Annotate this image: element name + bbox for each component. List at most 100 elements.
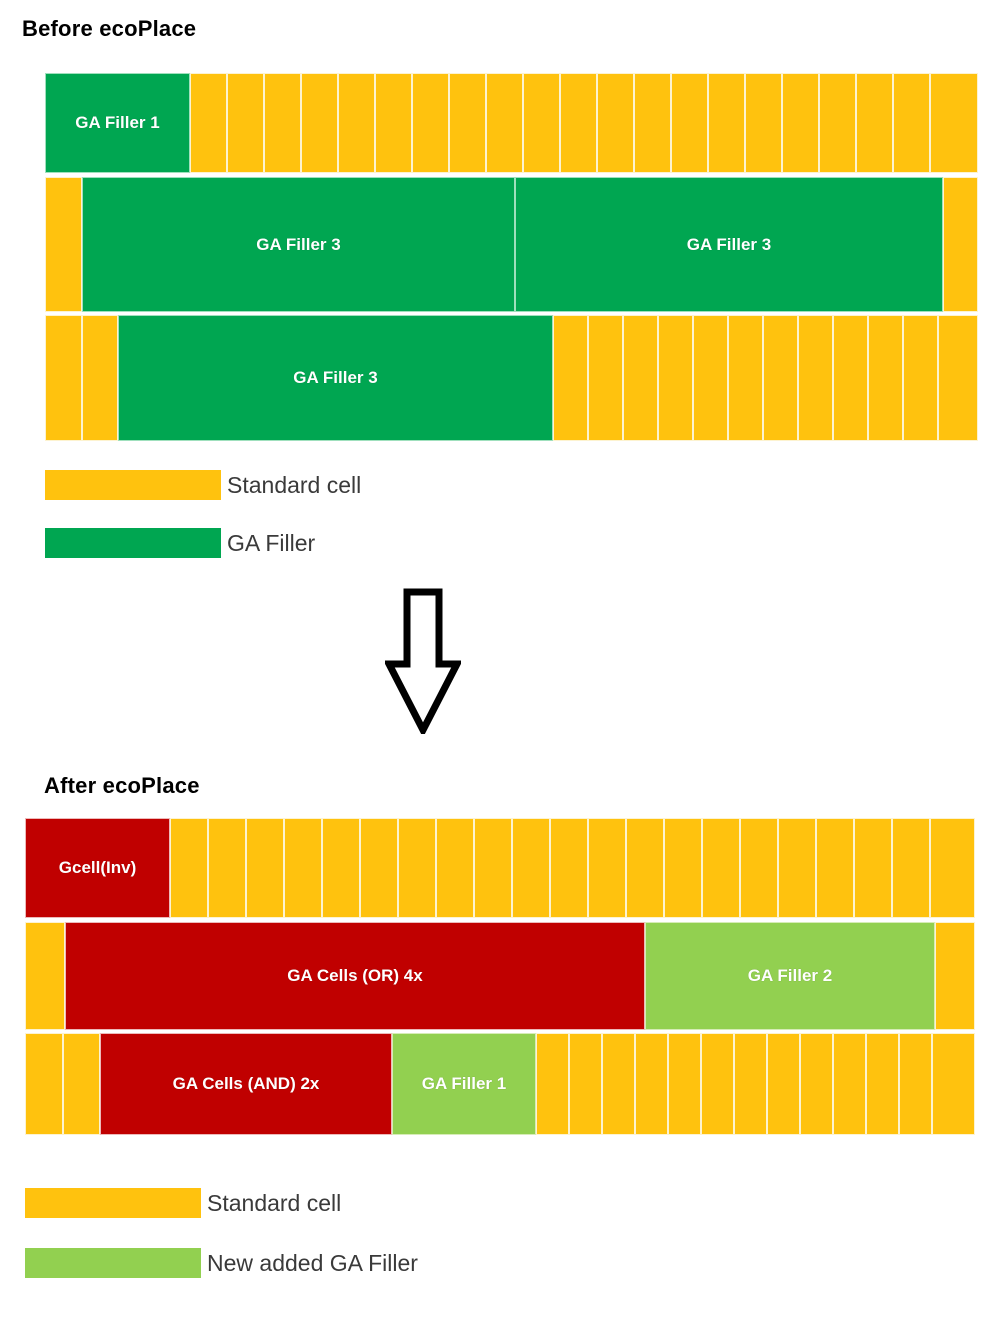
standard-cell: [800, 1033, 833, 1135]
legend-item-new-ga-filler: New added GA Filler: [25, 1248, 418, 1278]
standard-cell: [588, 315, 623, 441]
standard-cell: [693, 315, 728, 441]
standard-cell: [170, 818, 208, 918]
standard-cell: [25, 922, 65, 1030]
standard-cell: [899, 1033, 932, 1135]
after-row-3: GA Cells (AND) 2x GA Filler 1: [25, 1033, 975, 1135]
ga-filler-block: GA Filler 1: [45, 73, 190, 173]
standard-cell: [701, 1033, 734, 1135]
block-label: GA Filler 3: [686, 234, 772, 254]
standard-cell: [569, 1033, 602, 1135]
after-section-title: After ecoPlace: [44, 773, 200, 798]
before-ecoplace-diagram: GA Filler 1 GA Filler 3 GA Filler 3 GA Fi…: [45, 73, 978, 441]
ga-filler-block: GA Filler 3: [82, 177, 515, 312]
standard-cell: [816, 818, 854, 918]
standard-cell: [740, 818, 778, 918]
standard-cell: [301, 73, 338, 173]
standard-cell: [597, 73, 634, 173]
standard-cell: [588, 818, 626, 918]
standard-cell: [560, 73, 597, 173]
standard-cell: [778, 818, 816, 918]
standard-cell: [658, 315, 693, 441]
ga-filler-block: GA Filler 3: [118, 315, 553, 441]
standard-cell: [854, 818, 892, 918]
standard-cell: [819, 73, 856, 173]
legend-swatch-standard-cell-after: [25, 1188, 201, 1218]
standard-cell: [208, 818, 246, 918]
legend-item-standard-cell-after: Standard cell: [25, 1188, 341, 1218]
before-row-1: GA Filler 1: [45, 73, 978, 173]
standard-cell: [671, 73, 708, 173]
block-label: GA Filler 3: [293, 368, 378, 387]
standard-cell: [798, 315, 833, 441]
standard-cell: [246, 818, 284, 918]
standard-cell: [930, 818, 975, 918]
standard-cell: [868, 315, 903, 441]
legend-item-ga-filler: GA Filler: [45, 528, 315, 558]
ga-cell-block: GA Cells (OR) 4x: [65, 922, 645, 1030]
standard-cell: [635, 1033, 668, 1135]
standard-cell: [943, 177, 978, 312]
standard-cell: [550, 818, 588, 918]
standard-cell: [284, 818, 322, 918]
standard-cell: [398, 818, 436, 918]
legend-label-new-ga-filler: New added GA Filler: [207, 1249, 418, 1276]
block-label: GA Filler 2: [747, 966, 833, 985]
ga-cell-block: Gcell(Inv): [25, 818, 170, 918]
standard-cell: [782, 73, 819, 173]
standard-cell: [892, 818, 930, 918]
standard-cell: [486, 73, 523, 173]
legend-item-standard-cell: Standard cell: [45, 470, 361, 500]
standard-cell: [63, 1033, 100, 1135]
standard-cell: [930, 73, 978, 173]
before-row-2: GA Filler 3 GA Filler 3: [45, 177, 978, 312]
block-label: GA Filler 1: [421, 1074, 507, 1093]
standard-cell: [45, 177, 82, 312]
standard-cell: [227, 73, 264, 173]
standard-cell: [264, 73, 301, 173]
standard-cell: [833, 1033, 866, 1135]
standard-cell: [728, 315, 763, 441]
legend-label-standard-cell: Standard cell: [227, 471, 362, 498]
standard-cell: [668, 1033, 701, 1135]
legend-swatch-ga-filler: [45, 528, 221, 558]
standard-cell: [82, 315, 118, 441]
standard-cell: [412, 73, 449, 173]
standard-cell: [767, 1033, 800, 1135]
standard-cell: [634, 73, 671, 173]
standard-cell: [893, 73, 930, 173]
legend-label-standard-cell-after: Standard cell: [207, 1189, 342, 1216]
standard-cell: [536, 1033, 569, 1135]
standard-cell: [449, 73, 486, 173]
standard-cell: [903, 315, 938, 441]
standard-cell: [322, 818, 360, 918]
standard-cell: [45, 315, 82, 441]
block-label: GA Cells (AND) 2x: [172, 1074, 320, 1093]
before-legend: Standard cell GA Filler: [45, 470, 465, 575]
standard-cell: [623, 315, 658, 441]
after-ecoplace-diagram: Gcell(Inv) GA Cells (OR) 4x GA Filler 2 G…: [25, 818, 975, 1135]
standard-cell: [708, 73, 745, 173]
before-section-title: Before ecoPlace: [22, 16, 197, 41]
legend-swatch-new-ga-filler: [25, 1248, 201, 1278]
standard-cell: [866, 1033, 899, 1135]
ga-filler-block: GA Filler 3: [515, 177, 943, 312]
standard-cell: [25, 1033, 63, 1135]
standard-cell: [474, 818, 512, 918]
standard-cell: [702, 818, 740, 918]
standard-cell: [833, 315, 868, 441]
standard-cell: [436, 818, 474, 918]
standard-cell: [338, 73, 375, 173]
standard-cell: [626, 818, 664, 918]
standard-cell: [602, 1033, 635, 1135]
standard-cell: [664, 818, 702, 918]
block-label: GA Filler 1: [75, 113, 160, 132]
block-label: GA Filler 3: [256, 234, 341, 254]
standard-cell: [745, 73, 782, 173]
legend-swatch-standard-cell: [45, 470, 221, 500]
standard-cell: [734, 1033, 767, 1135]
standard-cell: [763, 315, 798, 441]
after-row-2: GA Cells (OR) 4x GA Filler 2: [25, 922, 975, 1030]
standard-cell: [553, 315, 588, 441]
before-row-3: GA Filler 3: [45, 315, 978, 441]
